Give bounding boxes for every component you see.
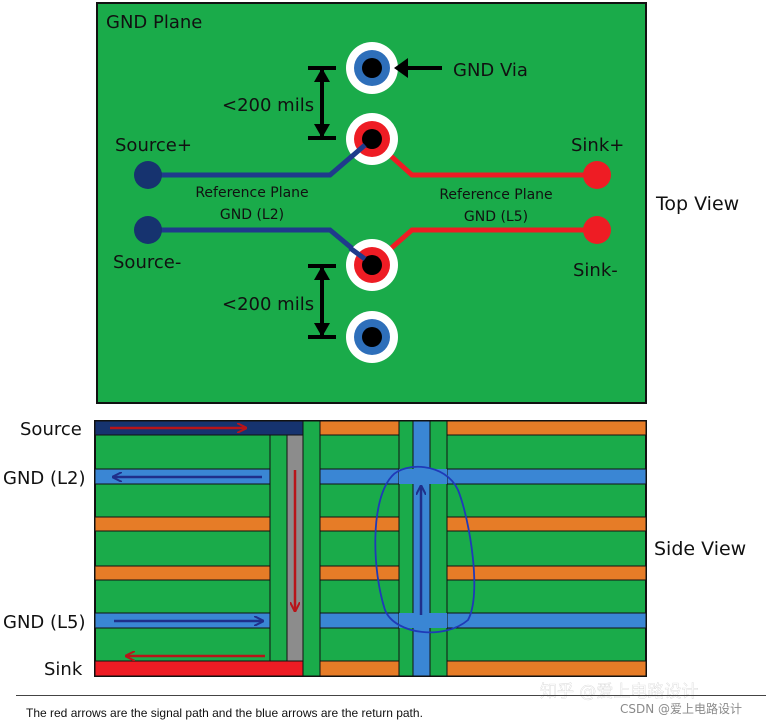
source-pos-label: Source+	[115, 135, 192, 156]
gnd-via-l5-join	[399, 613, 447, 628]
stackup-board	[94, 420, 647, 677]
gnd-via-bottom	[346, 311, 398, 363]
sink-pos-label: Sink+	[571, 135, 624, 156]
layer-6-right	[319, 660, 647, 677]
signal-via-neg	[346, 239, 398, 291]
gnd-via-top	[346, 42, 398, 94]
gnd-via-wall-right	[429, 420, 448, 677]
source-neg-label: Source-	[113, 252, 181, 273]
sink-neg-label: Sink-	[573, 260, 618, 281]
source-pos-pad	[134, 161, 162, 189]
layer-4-right	[319, 565, 647, 581]
sink-pos-pad	[583, 161, 611, 189]
sink-neg-pad	[583, 216, 611, 244]
gnd-via-wall-left	[398, 420, 414, 677]
spacing-label-top: <200 mils	[222, 95, 314, 116]
side-gnd-l5-label: GND (L5)	[3, 612, 86, 633]
side-view	[94, 420, 647, 677]
watermark-main: 知乎 @爱上电路设计	[540, 682, 698, 702]
gnd-via-label: GND Via	[453, 60, 528, 81]
ref-plane-left-line2: GND (L2)	[220, 207, 284, 223]
gnd-l5-right	[319, 612, 647, 629]
spacing-dimension-top	[308, 66, 336, 140]
side-view-label: Side View	[654, 538, 746, 560]
top-view-label: Top View	[655, 193, 739, 215]
sink-layer-trace	[94, 660, 304, 677]
spacing-dimension-bottom	[308, 264, 336, 339]
watermark-sub: CSDN @爱上电路设计	[620, 701, 742, 716]
signal-via-wall-right	[302, 420, 321, 677]
source-neg-pad	[134, 216, 162, 244]
gnd-l2-right	[319, 468, 647, 485]
gnd-plane-label: GND Plane	[106, 12, 202, 33]
ref-plane-right-line2: GND (L5)	[464, 209, 528, 225]
ref-plane-right-line1: Reference Plane	[439, 187, 552, 203]
spacing-label-bottom: <200 mils	[222, 294, 314, 315]
side-gnd-l2-label: GND (L2)	[3, 468, 86, 489]
side-source-label: Source	[20, 419, 82, 440]
signal-via-wall-left	[269, 434, 288, 662]
layer-4-left	[94, 565, 271, 581]
side-sink-label: Sink	[44, 659, 83, 680]
top-view: GND Plane	[96, 2, 647, 404]
layer-3-left	[94, 516, 271, 532]
return-current-loop	[374, 465, 476, 634]
ref-plane-left-line1: Reference Plane	[195, 185, 308, 201]
layer-1-right	[319, 420, 647, 436]
layer-3-right	[319, 516, 647, 532]
gnd-via-l2-join	[399, 469, 447, 484]
figure-caption: The red arrows are the signal path and t…	[26, 706, 423, 720]
caption-divider	[16, 695, 766, 696]
